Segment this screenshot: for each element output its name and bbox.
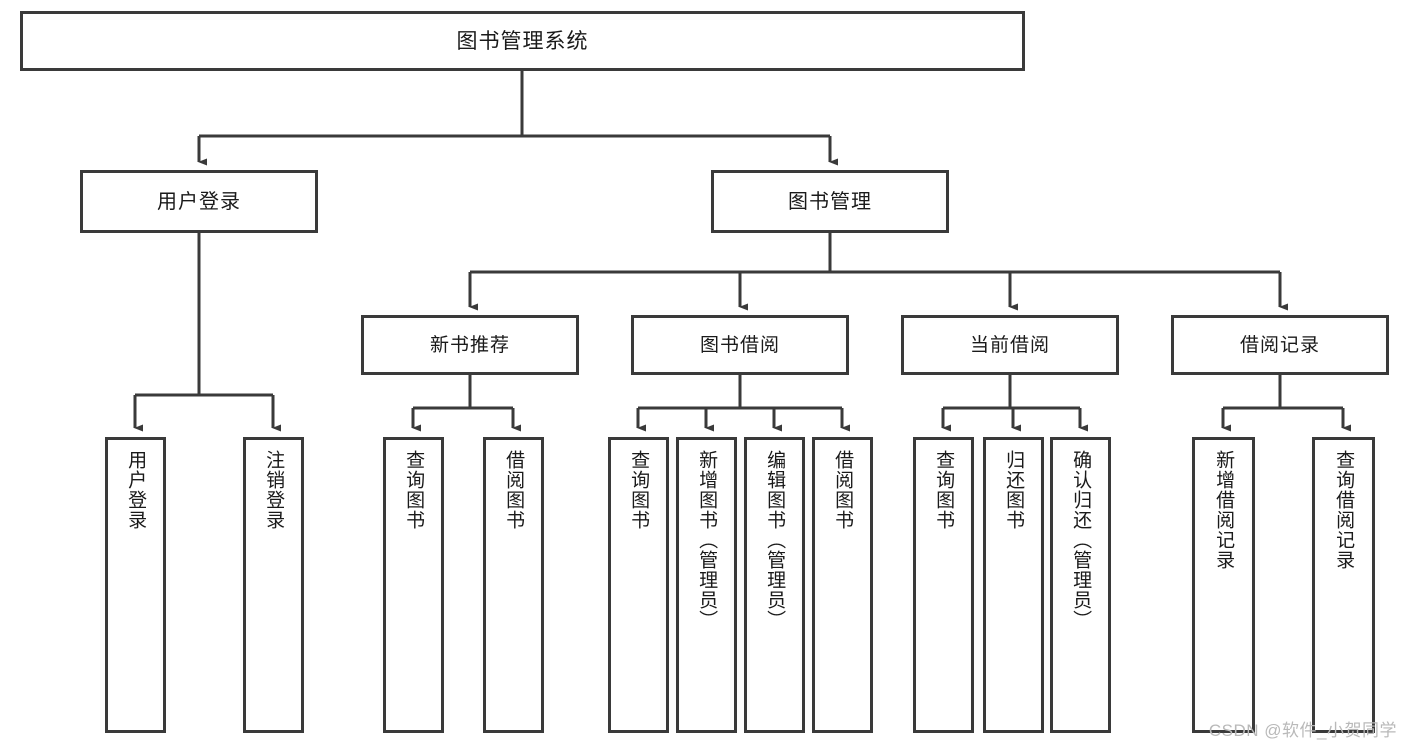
node-label: 用户登录: [125, 450, 147, 530]
node-label: 用户登录: [157, 190, 241, 213]
node-label: 图书管理: [788, 190, 872, 213]
node-label: 查询图书: [933, 450, 955, 530]
leaf-query-book-recommend[interactable]: 查询图书: [383, 437, 444, 733]
leaf-borrow-book-recommend[interactable]: 借阅图书: [483, 437, 544, 733]
node-label: 图书借阅: [699, 334, 780, 356]
leaf-query-book-borrow[interactable]: 查询图书: [608, 437, 669, 733]
leaf-query-borrow-record[interactable]: 查询借阅记录: [1312, 437, 1375, 733]
node-label: 查询图书: [628, 450, 650, 530]
node-label: 编辑图书（管理员）: [764, 450, 786, 630]
node-label: 借阅图书: [503, 450, 525, 530]
node-label: 图书管理系统: [456, 29, 589, 53]
node-label: 新书推荐: [429, 334, 510, 356]
node-book-borrow[interactable]: 图书借阅: [631, 315, 849, 375]
leaf-logout-login[interactable]: 注销登录: [243, 437, 304, 733]
node-current-borrow[interactable]: 当前借阅: [901, 315, 1119, 375]
leaf-edit-book-admin[interactable]: 编辑图书（管理员）: [744, 437, 805, 733]
node-book-management[interactable]: 图书管理: [711, 170, 949, 233]
node-user-login[interactable]: 用户登录: [80, 170, 318, 233]
leaf-add-book-admin[interactable]: 新增图书（管理员）: [676, 437, 737, 733]
node-label: 借阅记录: [1239, 334, 1320, 356]
leaf-query-book-current[interactable]: 查询图书: [913, 437, 974, 733]
leaf-borrow-book[interactable]: 借阅图书: [812, 437, 873, 733]
node-label: 当前借阅: [969, 334, 1050, 356]
csdn-watermark: CSDN @软件_小贺同学: [1208, 721, 1397, 740]
node-label: 确认归还（管理员）: [1070, 450, 1092, 630]
node-new-book-recommend[interactable]: 新书推荐: [361, 315, 579, 375]
node-label: 新增借阅记录: [1213, 450, 1235, 570]
node-label: 借阅图书: [832, 450, 854, 530]
node-label: 查询借阅记录: [1333, 450, 1355, 570]
node-borrow-record[interactable]: 借阅记录: [1171, 315, 1389, 375]
node-root-system[interactable]: 图书管理系统: [20, 11, 1025, 71]
leaf-confirm-return-admin[interactable]: 确认归还（管理员）: [1050, 437, 1111, 733]
node-label: 新增图书（管理员）: [696, 450, 718, 630]
node-label: 查询图书: [403, 450, 425, 530]
leaf-user-login[interactable]: 用户登录: [105, 437, 166, 733]
node-label: 注销登录: [263, 450, 285, 530]
leaf-add-borrow-record[interactable]: 新增借阅记录: [1192, 437, 1255, 733]
leaf-return-book[interactable]: 归还图书: [983, 437, 1044, 733]
node-label: 归还图书: [1003, 450, 1025, 530]
